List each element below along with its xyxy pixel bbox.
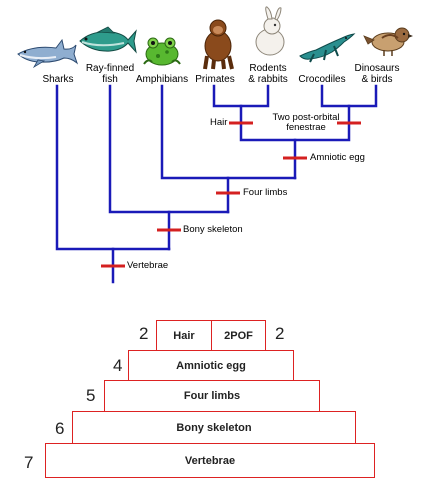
pyramid-box-2pof: 2POF: [211, 320, 266, 351]
pyramid-box-hair: Hair: [156, 320, 212, 351]
trait-label-vertebrae: Vertebrae: [127, 260, 169, 271]
count-2pof: 2: [275, 324, 285, 343]
bird-icon: [363, 27, 413, 56]
cladogram-tree: [55, 84, 378, 284]
count-amniotic-egg: 4: [113, 356, 123, 375]
pyramid-box-vertebrae: Vertebrae: [45, 443, 375, 478]
trait-label-amniotic-egg: Amniotic egg: [310, 152, 365, 163]
count-bony-skeleton: 6: [55, 419, 65, 438]
taxon-label-crocodiles: Crocodiles: [298, 74, 346, 85]
trait-label-four-limbs: Four limbs: [243, 187, 288, 198]
count-vertebrae: 7: [24, 453, 34, 472]
taxon-label-dinosaurs-birds: Dinosaurs & birds: [354, 63, 400, 85]
trait-label-hair: Hair: [210, 117, 228, 128]
count-hair: 2: [139, 324, 149, 343]
taxon-label-primates: Primates: [195, 74, 235, 85]
shark-icon: [17, 38, 78, 68]
taxon-label-amphibians: Amphibians: [135, 74, 189, 85]
branch-primates-rodents: [212, 84, 270, 108]
pyramid-box-amniotic-egg: Amniotic egg: [128, 350, 294, 381]
taxon-label-ray-finned-fish: Ray-finned fish: [85, 63, 135, 85]
taxon-label-rodents-rabbits: Rodents & rabbits: [248, 63, 288, 85]
monkey-icon: [203, 19, 234, 70]
trait-label-post-orbital: Two post-orbital fenestrae: [272, 112, 340, 133]
branch-tetrapods: [160, 84, 297, 180]
taxon-label-sharks: Sharks: [42, 74, 74, 85]
branch-bony-fish: [108, 84, 230, 214]
trait-label-bony-skeleton: Bony skeleton: [183, 224, 243, 235]
fish-icon: [79, 26, 137, 54]
frog-icon: [143, 37, 181, 66]
crocodile-icon: [299, 33, 356, 63]
rabbit-icon: [255, 6, 285, 56]
pyramid-box-bony-skeleton: Bony skeleton: [72, 411, 356, 444]
branch-crocodiles-birds: [320, 84, 378, 108]
branch-vertebrates: [55, 84, 171, 251]
count-four-limbs: 5: [86, 386, 96, 405]
pyramid-box-four-limbs: Four limbs: [104, 380, 320, 412]
